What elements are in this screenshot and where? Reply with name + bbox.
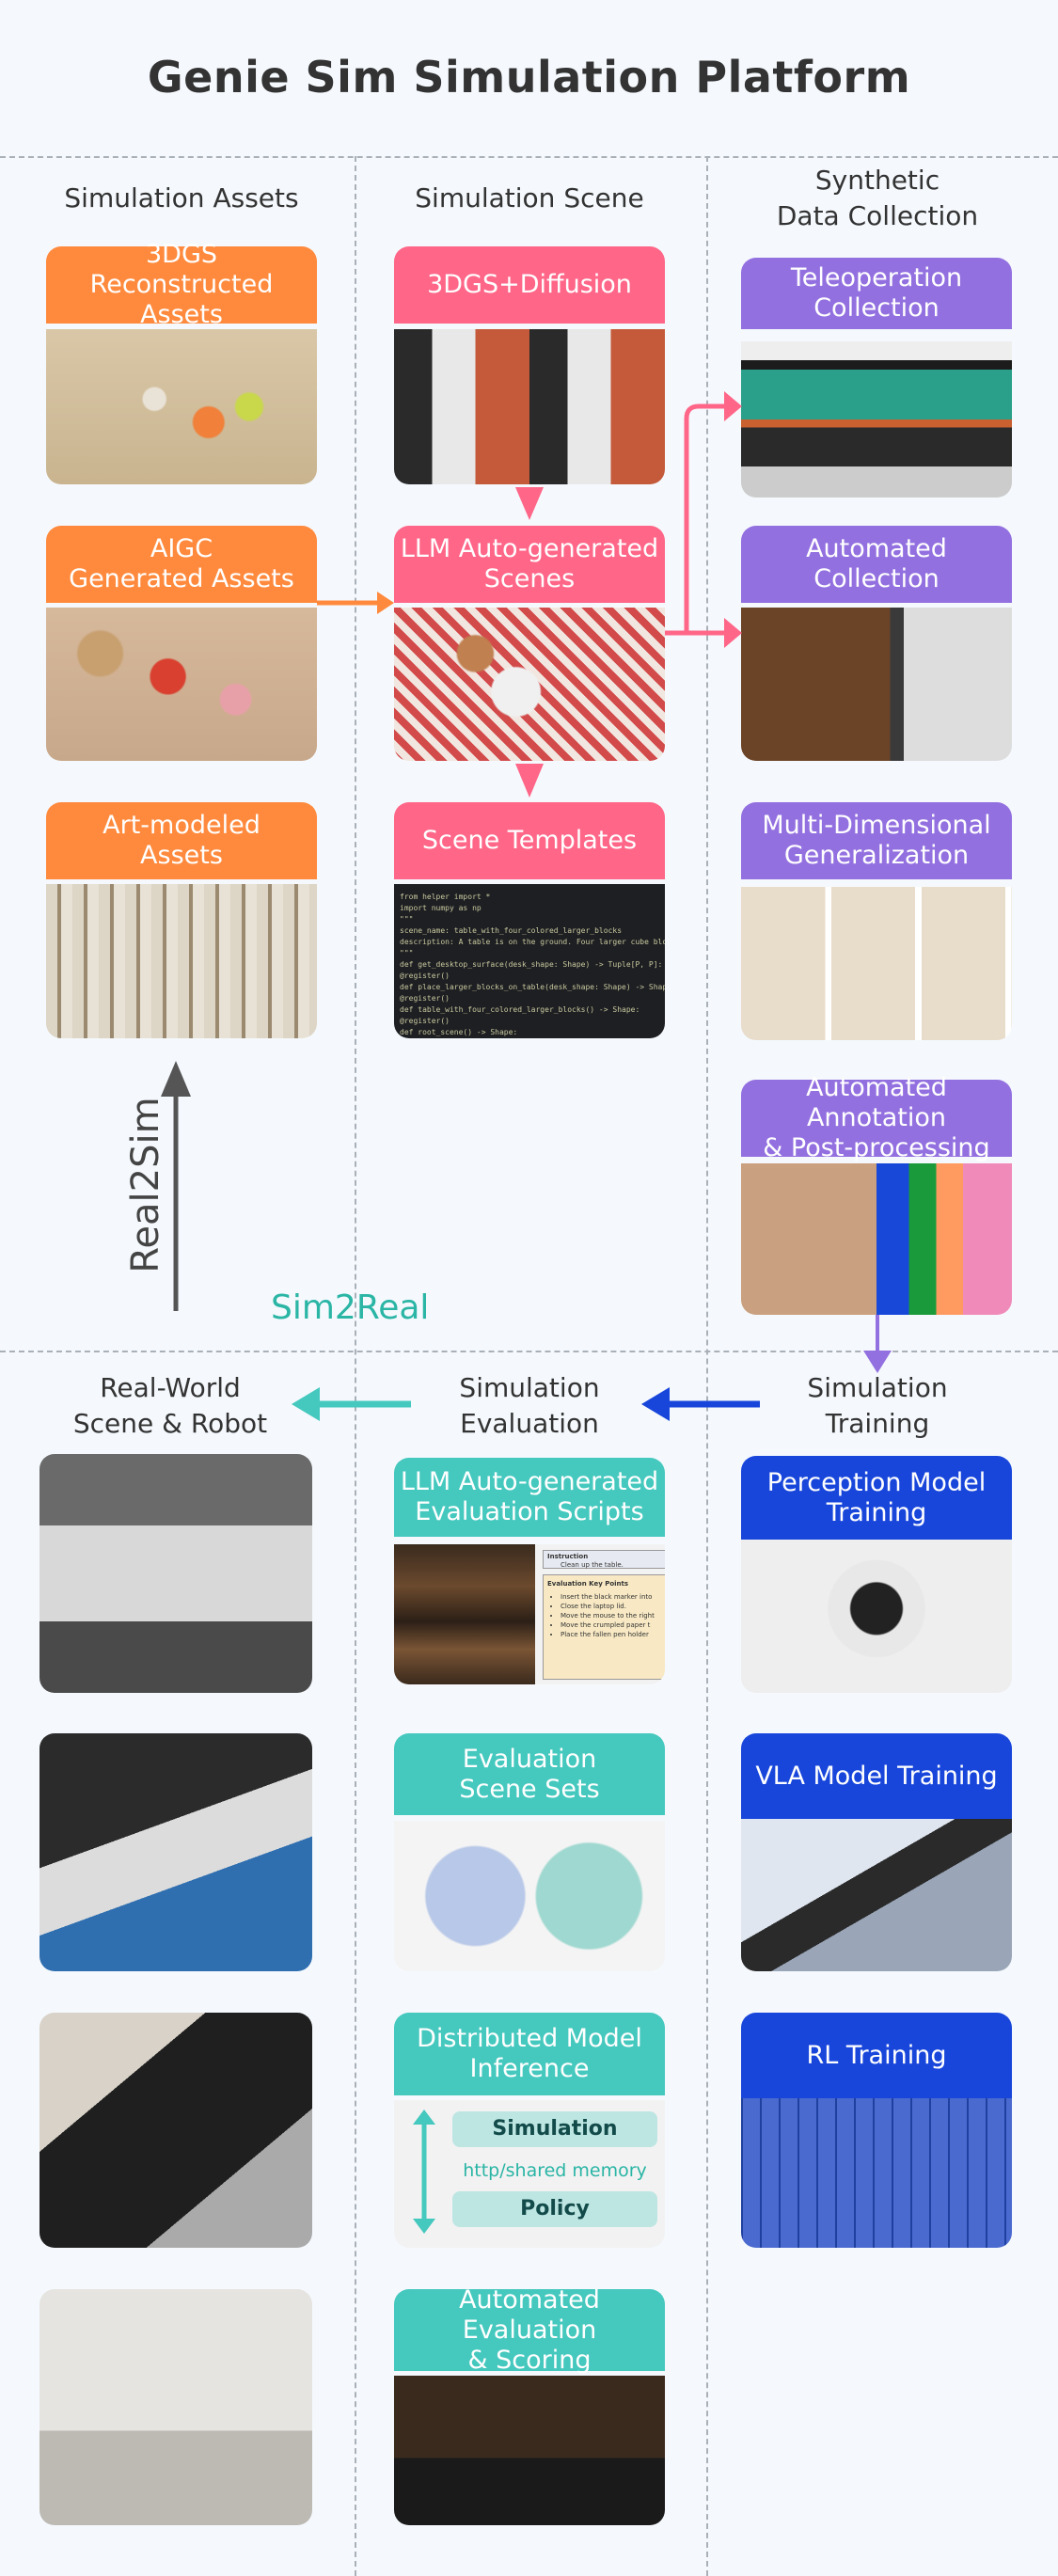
arrow-scene-down-2 [515,764,544,798]
code-line: """ [400,949,414,957]
key-point: Close the laptop lid. [561,1602,665,1611]
code-line: def place_larger_blocks_on_table(desk_sh… [400,983,665,991]
real-world-photo-3 [39,2289,312,2525]
scene-card-0-image [394,329,665,484]
assets-card-0-header: 3DGS Reconstructed Assets [46,240,317,329]
column-divider-1 [355,156,356,2576]
code-line: description: A table is on the ground. F… [400,938,665,946]
divider-middle [0,1351,1058,1352]
simulation-box: Simulation [452,2111,657,2147]
training-card-0-header: Perception Model Training [741,1456,1012,1540]
code-line: scene_name: table_with_four_colored_larg… [400,926,623,935]
collection-card-0-image [741,341,1012,498]
collection-card-0-header: Teleoperation Collection [741,258,1012,329]
row-header-1: Simulation Evaluation [459,1372,600,1439]
double-arrow-icon [413,2110,435,2234]
training-card-1-image [741,1819,1012,1971]
arrow-real2sim [161,1061,191,1311]
scene-card-1-image [394,608,665,761]
shelf-photo [394,1544,535,1684]
code-line: def table_with_four_colored_larger_block… [400,1005,640,1014]
code-line: """ [400,915,414,924]
key-points-list: Insert the black marker intoClose the la… [547,1592,665,1639]
key-point: Move the crumpled paper t [561,1620,665,1630]
row-header-0: Real-World Scene & Robot [72,1372,268,1439]
http-shared-memory-label: http/shared memory [463,2160,647,2181]
arrow-scene-to-teleoperation [684,391,742,633]
row-header-2: Simulation Training [807,1372,948,1439]
policy-box: Policy [452,2191,657,2227]
code-line: def root_scene() -> Shape: [400,1028,518,1036]
assets-card-0-image [46,329,317,484]
scene-card-0-header: 3DGS+Diffusion [394,246,665,324]
assets-card-2-header: Art-modeled Assets [46,802,317,879]
column-divider-2 [706,156,708,2576]
instruction-text: Clean up the table. [561,1561,624,1569]
training-card-0-image [741,1540,1012,1693]
key-point: Move the mouse to the right [561,1611,665,1620]
evaluation-card-0-header: LLM Auto-generated Evaluation Scripts [394,1458,665,1537]
collection-card-2-image [741,887,1012,1040]
column-header-0: Simulation Assets [64,182,299,213]
code-line: @register() [400,1017,450,1025]
column-header-2: Synthetic Data Collection [776,165,979,231]
code-line: @register() [400,972,450,980]
assets-card-2-image [46,884,317,1038]
code-line: import numpy as np [400,904,482,912]
training-card-2-header: RL Training [741,2013,1012,2098]
key-point: Place the fallen pen holder [561,1630,665,1639]
collection-card-1-header: Automated Collection [741,526,1012,603]
code-line: def get_desktop_surface(desk_shape: Shap… [400,960,663,969]
arrow-training-to-evaluation [641,1387,760,1421]
collection-card-1-image [741,608,1012,761]
assets-card-1-image [46,608,317,761]
scene-card-2-image: from helper import * import numpy as np ""… [394,884,665,1038]
evaluation-card-3-image [394,2376,665,2525]
scene-card-2-header: Scene Templates [394,802,665,879]
arrow-annotation-to-training [863,1315,892,1373]
evaluation-card-1-image [394,1821,665,1971]
arrow-assets-to-scene [317,592,394,614]
real-world-photo-2 [39,2013,312,2248]
real-world-photo-0 [39,1454,312,1693]
evaluation-card-2-header: Distributed Model Inference [394,2013,665,2095]
real2sim-label: Real2Sim [124,1097,167,1273]
arrow-scene-to-automated [665,618,742,648]
column-header-1: Simulation Scene [415,182,644,213]
code-line: @register() [400,994,450,1003]
evaluation-card-1-header: Evaluation Scene Sets [394,1733,665,1815]
scene-card-1-header: LLM Auto-generated Scenes [394,526,665,603]
arrow-scene-down-1 [515,487,544,520]
arrow-evaluation-to-real [292,1387,411,1421]
evaluation-card-3-header: Automated Evaluation & Scoring [394,2285,665,2375]
training-card-2-image [741,2098,1012,2248]
page-title: Genie Sim Simulation Platform [147,52,911,103]
key-points-title: Evaluation Key Points [547,1580,629,1588]
key-point: Insert the black marker into [561,1592,665,1602]
training-card-1-header: VLA Model Training [741,1733,1012,1819]
divider-top [0,156,1058,158]
assets-card-1-header: AIGC Generated Assets [46,526,317,603]
collection-card-3-image [741,1163,1012,1315]
real-world-photo-1 [39,1733,312,1971]
instruction-title: Instruction [547,1553,589,1560]
code-line: from helper import * [400,893,491,901]
sim2real-label: Sim2Real [271,1288,430,1327]
collection-card-2-header: Multi-Dimensional Generalization [741,802,1012,879]
key-points-box: Evaluation Key PointsInsert the black ma… [543,1574,665,1680]
